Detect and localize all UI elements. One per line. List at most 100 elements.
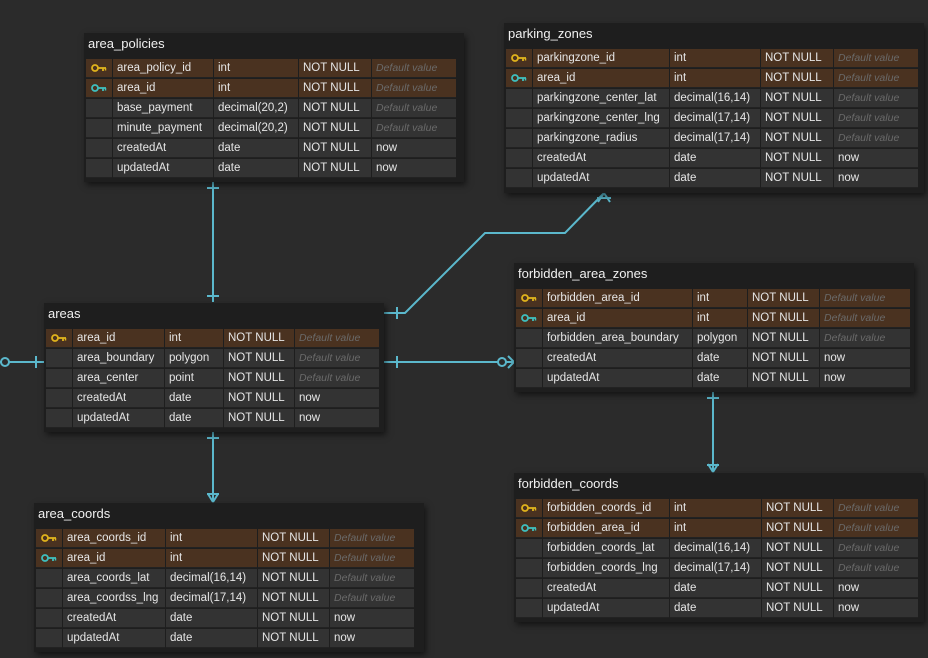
- column-type[interactable]: polygon: [165, 349, 223, 368]
- column-default[interactable]: Default value: [834, 49, 918, 68]
- column-type[interactable]: date: [165, 409, 223, 428]
- column-default[interactable]: now: [295, 409, 379, 428]
- column-type[interactable]: int: [670, 49, 760, 68]
- column-default[interactable]: now: [330, 629, 414, 648]
- column-nullable[interactable]: NOT NULL: [299, 139, 371, 158]
- column-default[interactable]: Default value: [372, 119, 456, 138]
- column-type[interactable]: date: [670, 599, 761, 618]
- column-name[interactable]: minute_payment: [113, 119, 213, 138]
- column-type[interactable]: int: [693, 309, 747, 328]
- column-type[interactable]: decimal(17,14): [166, 589, 257, 608]
- column-name[interactable]: area_policy_id: [113, 59, 213, 78]
- column-name[interactable]: area_id: [73, 329, 164, 348]
- column-name[interactable]: createdAt: [113, 139, 213, 158]
- column-nullable[interactable]: NOT NULL: [258, 569, 329, 588]
- column-name[interactable]: forbidden_coords_lat: [543, 539, 669, 558]
- column-default[interactable]: Default value: [820, 329, 910, 348]
- column-type[interactable]: int: [670, 69, 760, 88]
- column-nullable[interactable]: NOT NULL: [258, 589, 329, 608]
- column-type[interactable]: date: [214, 139, 298, 158]
- column-default[interactable]: now: [820, 349, 910, 368]
- column-nullable[interactable]: NOT NULL: [762, 559, 833, 578]
- column-name[interactable]: createdAt: [63, 609, 165, 628]
- column-nullable[interactable]: NOT NULL: [258, 629, 329, 648]
- column-default[interactable]: Default value: [834, 499, 918, 518]
- column-nullable[interactable]: NOT NULL: [299, 59, 371, 78]
- column-nullable[interactable]: NOT NULL: [761, 149, 833, 168]
- column-type[interactable]: decimal(17,14): [670, 559, 761, 578]
- column-nullable[interactable]: NOT NULL: [761, 129, 833, 148]
- column-default[interactable]: now: [295, 389, 379, 408]
- column-default[interactable]: Default value: [820, 309, 910, 328]
- column-nullable[interactable]: NOT NULL: [761, 169, 833, 188]
- column-type[interactable]: int: [670, 499, 761, 518]
- column-default[interactable]: Default value: [295, 369, 379, 388]
- column-default[interactable]: Default value: [834, 129, 918, 148]
- table-title[interactable]: forbidden_area_zones: [518, 266, 648, 281]
- column-type[interactable]: polygon: [693, 329, 747, 348]
- column-nullable[interactable]: NOT NULL: [224, 329, 294, 348]
- column-name[interactable]: forbidden_coords_id: [543, 499, 669, 518]
- column-default[interactable]: now: [372, 159, 456, 178]
- column-type[interactable]: decimal(20,2): [214, 99, 298, 118]
- column-type[interactable]: int: [693, 289, 747, 308]
- column-nullable[interactable]: NOT NULL: [224, 389, 294, 408]
- column-nullable[interactable]: NOT NULL: [761, 69, 833, 88]
- column-type[interactable]: decimal(17,14): [670, 109, 760, 128]
- column-name[interactable]: area_coords_lat: [63, 569, 165, 588]
- column-default[interactable]: Default value: [372, 59, 456, 78]
- column-default[interactable]: Default value: [834, 109, 918, 128]
- column-default[interactable]: Default value: [295, 349, 379, 368]
- column-name[interactable]: area_center: [73, 369, 164, 388]
- column-name[interactable]: area_id: [63, 549, 165, 568]
- column-nullable[interactable]: NOT NULL: [299, 159, 371, 178]
- column-name[interactable]: updatedAt: [543, 369, 692, 388]
- column-nullable[interactable]: NOT NULL: [299, 79, 371, 98]
- column-nullable[interactable]: NOT NULL: [762, 539, 833, 558]
- table-title[interactable]: areas: [48, 306, 81, 321]
- column-type[interactable]: int: [670, 519, 761, 538]
- column-nullable[interactable]: NOT NULL: [762, 499, 833, 518]
- column-name[interactable]: forbidden_area_id: [543, 289, 692, 308]
- column-type[interactable]: date: [693, 369, 747, 388]
- column-default[interactable]: Default value: [372, 79, 456, 98]
- column-nullable[interactable]: NOT NULL: [224, 349, 294, 368]
- column-type[interactable]: date: [670, 169, 760, 188]
- column-nullable[interactable]: NOT NULL: [762, 519, 833, 538]
- column-default[interactable]: Default value: [372, 99, 456, 118]
- column-default[interactable]: Default value: [834, 559, 918, 578]
- column-type[interactable]: point: [165, 369, 223, 388]
- column-name[interactable]: area_coordss_lng: [63, 589, 165, 608]
- column-nullable[interactable]: NOT NULL: [748, 329, 819, 348]
- column-nullable[interactable]: NOT NULL: [748, 369, 819, 388]
- column-type[interactable]: date: [166, 609, 257, 628]
- column-nullable[interactable]: NOT NULL: [748, 349, 819, 368]
- column-nullable[interactable]: NOT NULL: [224, 369, 294, 388]
- column-type[interactable]: int: [166, 529, 257, 548]
- column-name[interactable]: area_id: [113, 79, 213, 98]
